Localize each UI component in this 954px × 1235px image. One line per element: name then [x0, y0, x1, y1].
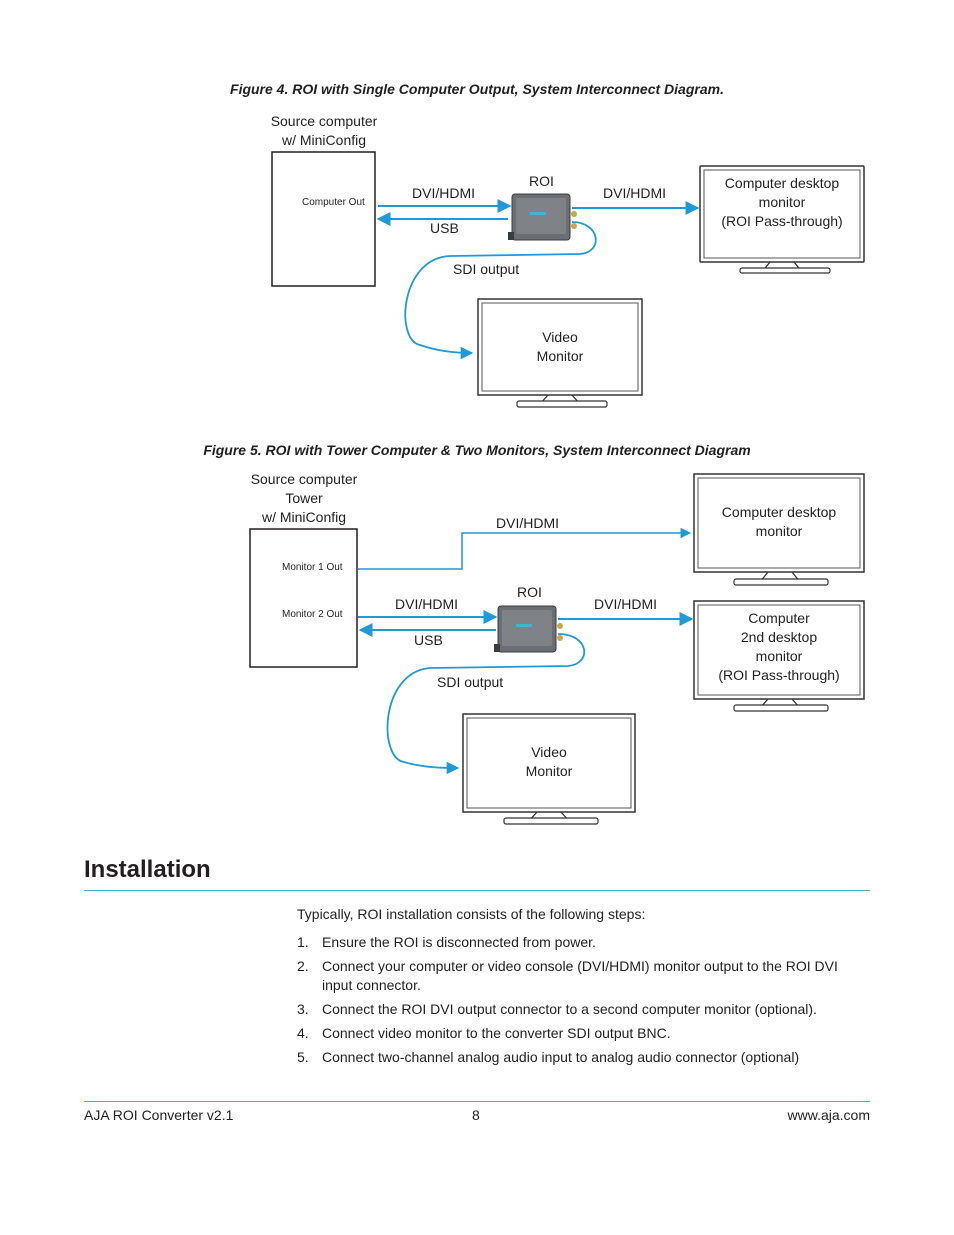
monitor-label-line: Computer desktop	[721, 504, 837, 520]
sdi-output-label: SDI output	[437, 674, 504, 690]
desktop-monitor-label: Computer desktop monitor (ROI Pass-throu…	[704, 174, 860, 231]
desktop-monitor-icon	[699, 165, 865, 274]
page-number: 8	[472, 1107, 480, 1123]
list-item: 3. Connect the ROI DVI output connector t…	[297, 1000, 867, 1019]
monitor-label-line: Computer	[748, 610, 810, 626]
step-text: Connect two-channel analog audio input t…	[322, 1049, 800, 1065]
list-item: 4. Connect video monitor to the converter…	[297, 1024, 867, 1043]
dvi-hdmi-label: DVI/HDMI	[594, 596, 657, 612]
step-text: Connect the ROI DVI output connector to …	[322, 1001, 817, 1017]
video-monitor-label: Video Monitor	[482, 328, 638, 366]
video-monitor-label: Video Monitor	[467, 743, 631, 781]
source-label-line: Source computer	[270, 113, 378, 129]
video-monitor-icon	[477, 298, 643, 408]
source-computer-box	[271, 151, 376, 287]
monitor-label-line: (ROI Pass-through)	[718, 667, 840, 683]
dvi-hdmi-label: DVI/HDMI	[412, 185, 475, 201]
footer-doc-title: AJA ROI Converter v2.1	[84, 1107, 234, 1123]
source-label-line: w/ MiniConfig	[261, 509, 347, 525]
step-number: 2.	[297, 958, 309, 974]
source-label-line: Source computer	[250, 471, 358, 487]
section-rule	[84, 890, 870, 891]
source-label-line: w/ MiniConfig	[281, 132, 367, 148]
monitor-label-line: monitor	[755, 648, 803, 664]
desktop-monitor-icon	[693, 473, 865, 586]
footer-rule	[84, 1101, 870, 1102]
installation-intro: Typically, ROI installation consists of …	[297, 906, 646, 922]
step-number: 3.	[297, 1001, 309, 1017]
list-item: 1. Ensure the ROI is disconnected from po…	[297, 933, 867, 952]
step-number: 4.	[297, 1025, 309, 1041]
video-monitor-icon	[462, 713, 636, 825]
usb-label: USB	[414, 632, 443, 648]
dvi-hdmi-label: DVI/HDMI	[395, 596, 458, 612]
monitor-label-line: Computer desktop	[724, 175, 840, 191]
dvi-hdmi-label: DVI/HDMI	[496, 515, 559, 531]
figure-5-caption: Figure 5. ROI with Tower Computer & Two …	[203, 442, 751, 458]
roi-label: ROI	[529, 173, 554, 189]
monitor-1-out-label: Monitor 1 Out	[282, 562, 343, 573]
second-desktop-monitor-icon	[693, 600, 865, 712]
monitor-label-line: monitor	[758, 194, 806, 210]
list-item: 2. Connect your computer or video console…	[297, 957, 867, 995]
monitor-label-line: monitor	[755, 523, 803, 539]
sdi-output-label: SDI output	[453, 261, 520, 277]
second-monitor-label: Computer 2nd desktop monitor (ROI Pass-t…	[698, 609, 860, 685]
step-text: Ensure the ROI is disconnected from powe…	[322, 934, 596, 950]
roi-device-icon	[494, 605, 563, 653]
monitor-2-out-label: Monitor 2 Out	[282, 609, 343, 620]
footer-website-link[interactable]: www.aja.com	[787, 1107, 870, 1123]
monitor-label-line: (ROI Pass-through)	[721, 213, 843, 229]
tower-computer-box	[249, 528, 358, 668]
step-number: 1.	[297, 934, 309, 950]
section-title: Installation	[84, 856, 211, 883]
source-computer-label: Source computer w/ MiniConfig	[258, 112, 390, 150]
figure-4-caption: Figure 4. ROI with Single Computer Outpu…	[230, 81, 724, 97]
roi-label: ROI	[517, 584, 542, 600]
roi-device-icon	[508, 193, 577, 241]
step-number: 5.	[297, 1049, 309, 1065]
step-text: Connect your computer or video console (…	[322, 958, 838, 993]
monitor-label-line: Video	[531, 744, 567, 760]
tower-computer-label: Source computer Tower w/ MiniConfig	[236, 470, 372, 527]
step-text: Connect video monitor to the converter S…	[322, 1025, 671, 1041]
installation-steps: 1. Ensure the ROI is disconnected from po…	[297, 933, 867, 1072]
monitor-label-line: Monitor	[525, 763, 573, 779]
monitor-label-line: Video	[542, 329, 578, 345]
monitor-label-line: Monitor	[536, 348, 584, 364]
computer-out-label: Computer Out	[302, 197, 365, 208]
dvi-hdmi-label: DVI/HDMI	[603, 185, 666, 201]
usb-label: USB	[430, 220, 459, 236]
list-item: 5. Connect two-channel analog audio input…	[297, 1048, 867, 1067]
source-label-line: Tower	[285, 490, 323, 506]
desktop-monitor-label: Computer desktop monitor	[698, 503, 860, 541]
monitor-label-line: 2nd desktop	[740, 629, 818, 645]
